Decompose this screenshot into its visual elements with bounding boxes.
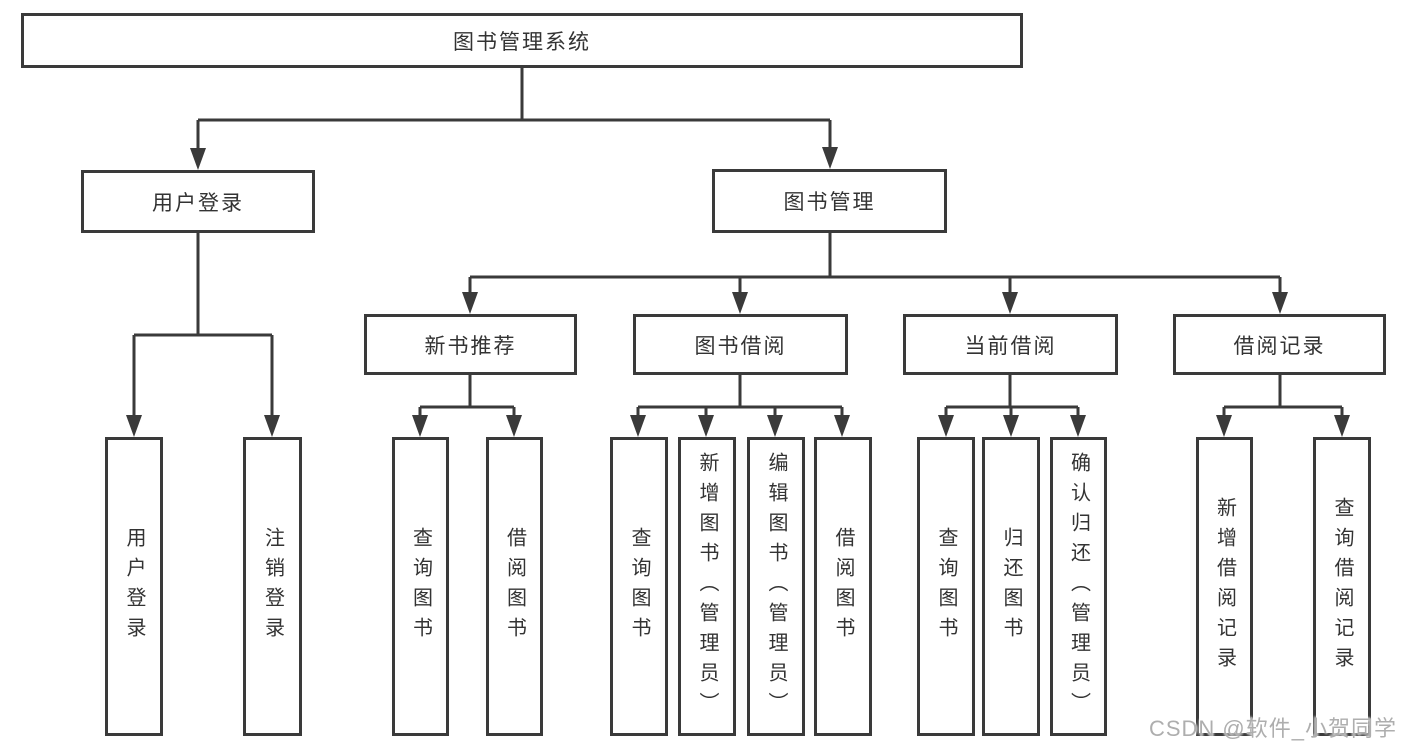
node-label: 注销登录 [261, 526, 284, 647]
node-label: 编辑图书（管理员） [765, 451, 787, 722]
leaf-query-books: 查询图书 [917, 437, 975, 736]
leaf-query-books: 查询图书 [610, 437, 668, 736]
connector-current-to-leaves [944, 375, 1080, 419]
node-label: 归还图书 [1000, 526, 1022, 647]
connector-borrow-to-leaves [636, 375, 844, 419]
node-book-borrowing: 图书借阅 [633, 314, 848, 375]
leaf-add-books-admin: 新增图书（管理员） [678, 437, 736, 736]
node-label: 确认归还（管理员） [1067, 451, 1090, 722]
leaf-borrow-books: 借阅图书 [814, 437, 872, 736]
leaf-logout: 注销登录 [243, 437, 302, 736]
connector-bookmgmt-to-level3 [468, 233, 1282, 296]
node-label: 新增借阅记录 [1213, 496, 1236, 677]
leaf-borrow-books: 借阅图书 [486, 437, 543, 736]
node-label: 用户登录 [152, 191, 244, 215]
connector-newbooks-to-leaves [418, 375, 516, 419]
node-label: 查询图书 [628, 526, 650, 647]
node-borrowing-records: 借阅记录 [1173, 314, 1386, 375]
leaf-query-borrow-record: 查询借阅记录 [1313, 437, 1371, 736]
leaf-return-books: 归还图书 [982, 437, 1040, 736]
node-library-management-system: 图书管理系统 [21, 13, 1023, 68]
node-label: 新增图书（管理员） [696, 451, 718, 722]
node-label: 查询图书 [935, 526, 957, 647]
node-label: 图书管理 [783, 191, 876, 214]
node-label: 图书借阅 [694, 334, 787, 358]
node-label: 查询图书 [409, 526, 432, 647]
leaf-add-borrow-record: 新增借阅记录 [1196, 437, 1253, 736]
node-label: 借阅图书 [832, 526, 854, 647]
node-user-login-branch: 用户登录 [81, 170, 315, 233]
node-new-book-recommendation: 新书推荐 [364, 314, 577, 375]
node-label: 当前借阅 [964, 334, 1057, 358]
node-current-borrowing: 当前借阅 [903, 314, 1118, 375]
node-label: 查询借阅记录 [1331, 496, 1353, 677]
node-label: 用户登录 [123, 526, 145, 647]
leaf-query-books: 查询图书 [392, 437, 449, 736]
connector-records-to-leaves [1222, 375, 1344, 419]
node-label: 借阅记录 [1233, 334, 1326, 358]
node-book-management-branch: 图书管理 [712, 169, 947, 233]
leaf-user-login: 用户登录 [105, 437, 163, 736]
node-label: 新书推荐 [424, 334, 517, 358]
connector-root-to-level2 [196, 68, 832, 152]
node-label: 借阅图书 [503, 526, 526, 647]
leaf-confirm-return-admin: 确认归还（管理员） [1050, 437, 1107, 736]
node-label: 图书管理系统 [453, 30, 591, 54]
arrowheads-down-icon [126, 147, 1350, 437]
csdn-watermark: CSDN @软件_小贺同学 [1148, 716, 1397, 741]
connector-userlogin-to-leaves [132, 233, 274, 419]
leaf-edit-books-admin: 编辑图书（管理员） [747, 437, 805, 736]
